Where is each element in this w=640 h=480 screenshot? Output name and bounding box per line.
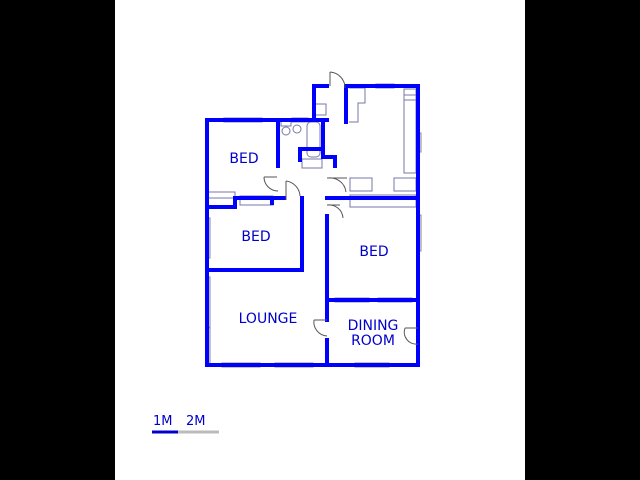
doors: [263, 71, 419, 345]
room-label-bed-2: BED: [241, 229, 271, 245]
floorplan-canvas: [115, 0, 525, 480]
room-label-dining-room: DINING ROOM: [347, 318, 399, 349]
room-label-lounge: LOUNGE: [238, 311, 298, 327]
walls: [205, 84, 420, 367]
scale-label-2m: 2M: [186, 414, 206, 429]
room-label-bed-3: BED: [359, 244, 389, 260]
room-label-bed-1: BED: [229, 151, 259, 167]
scale-label-1m: 1M: [153, 414, 173, 429]
